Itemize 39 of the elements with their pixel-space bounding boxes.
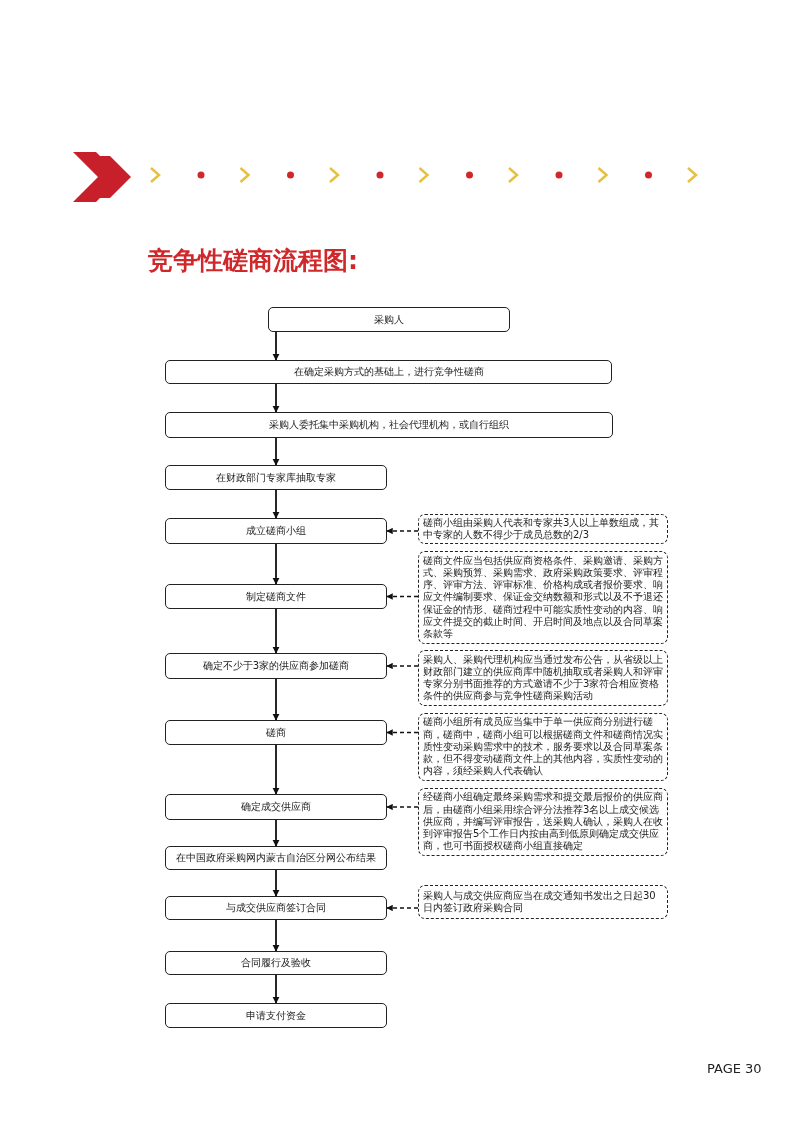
arrow — [272, 331, 280, 361]
process-box: 采购人委托集中采购机构，社会代理机构，或自行组织 — [165, 412, 613, 438]
arrow — [272, 383, 280, 413]
process-box: 与成交供应商签订合同 — [165, 896, 387, 920]
process-box: 确定成交供应商 — [165, 794, 387, 820]
note-box: 采购人与成交供应商应当在成交通知书发出之日起30日内签订政府采购合同 — [418, 885, 668, 919]
arrow — [272, 869, 280, 897]
dashed-arrow — [386, 729, 419, 736]
page-number: PAGE 30 — [707, 1061, 762, 1076]
dashed-arrow — [386, 593, 419, 600]
dashed-arrow — [386, 904, 419, 912]
arrow — [272, 608, 280, 654]
note-box: 采购人、采购代理机构应当通过发布公告，从省级以上财政部门建立的供应商库中随机抽取或者采购人和评审专家分别书面推荐的方式邀请不少于3家符合相应资格条件的供应商参与竞争性磋商采购活动 — [418, 650, 668, 706]
title: 竞争性磋商流程图: — [148, 245, 358, 277]
process-box: 在中国政府采购网内蒙古自治区分网公布结果 — [165, 846, 387, 870]
dashed-arrow — [386, 662, 419, 670]
process-box: 申请支付资金 — [165, 1003, 387, 1028]
arrow — [272, 819, 280, 847]
process-box: 制定磋商文件 — [165, 584, 387, 609]
dashed-arrow — [386, 527, 419, 535]
process-box: 在财政部门专家库抽取专家 — [165, 465, 387, 490]
process-box: 确定不少于3家的供应商参加磋商 — [165, 653, 387, 679]
arrow — [272, 919, 280, 952]
arrow — [272, 437, 280, 466]
process-box: 采购人 — [268, 307, 510, 332]
process-box: 在确定采购方式的基础上，进行竞争性磋商 — [165, 360, 612, 384]
arrow — [272, 744, 280, 795]
arrow — [272, 489, 280, 519]
arrow — [272, 678, 280, 721]
arrow — [272, 974, 280, 1004]
dashed-arrow — [386, 803, 419, 811]
note-box: 磋商文件应当包括供应商资格条件、采购邀请、采购方式、采购预算、采购需求、政府采购政策要求、评审程序、评审方法、评审标准、价格构成或者报价要求、响应文件编制要求、保证金交纳数额和形式以及不予退还保证金的情形、磋商过程中可能实质性变动的内容、响应文件提交的截止时间、开启时间及地点以及合同草案条款等 — [418, 551, 668, 644]
process-box: 合同履行及验收 — [165, 951, 387, 975]
process-box: 成立磋商小组 — [165, 518, 387, 544]
process-box: 磋商 — [165, 720, 387, 745]
note-box: 磋商小组由采购人代表和专家共3人以上单数组成，其中专家的人数不得少于成员总数的2/3 — [418, 514, 668, 544]
note-box: 经磋商小组确定最终采购需求和提交最后报价的供应商后，由磋商小组采用综合评分法推荐3名以上成交候选供应商，并编写评审报告，送采购人确认，采购人在收到评审报告5个工作日内按由高到低原则确定成交供应商，也可书面授权磋商小组直接确定 — [418, 788, 668, 856]
note-box: 磋商小组所有成员应当集中于单一供应商分别进行磋商，磋商中，磋商小组可以根据磋商文件和磋商情况实质性变动采购需求中的技术，服务要求以及合同草案条款，但不得变动磋商文件上的其他内容，实质性变动的内容，须经采购人代表确认 — [418, 713, 668, 781]
arrow — [272, 543, 280, 585]
